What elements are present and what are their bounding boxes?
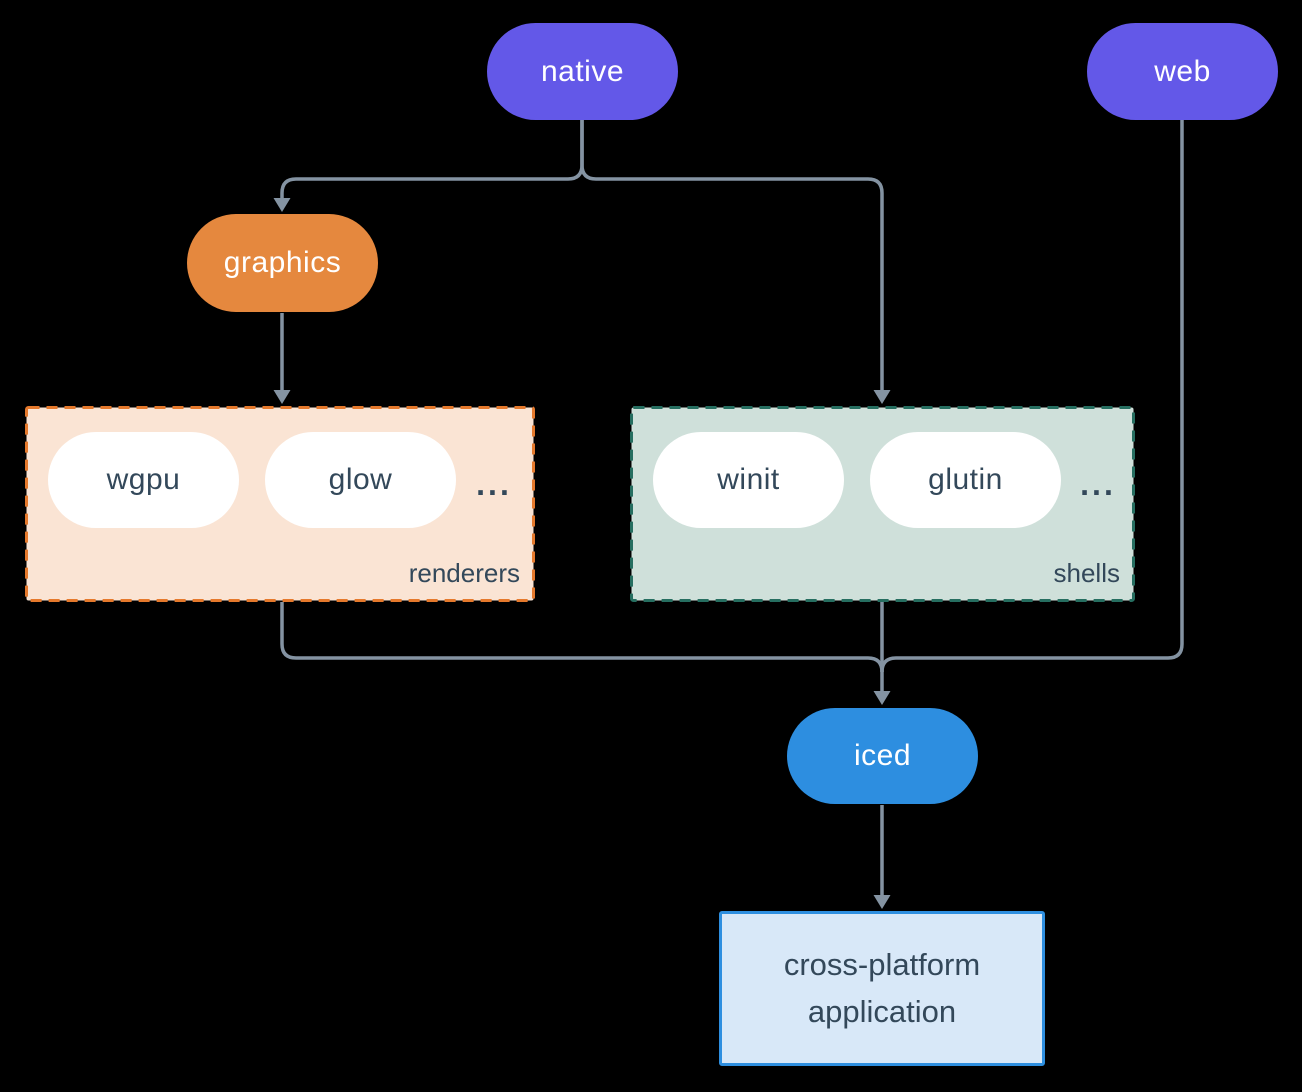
edge-native-graphics [280, 119, 584, 199]
arrowhead-into-shells [873, 390, 891, 404]
node-glow: glow [265, 432, 456, 528]
node-cross-platform-application: cross-platform application [719, 911, 1045, 1066]
node-iced: iced [787, 708, 978, 804]
renderers-group-label: renderers [408, 558, 520, 588]
node-winit-label: winit [717, 463, 780, 496]
node-winit: winit [653, 432, 844, 528]
shells-ellipsis: ... [1080, 466, 1116, 502]
node-wgpu: wgpu [48, 432, 239, 528]
renderers-ellipsis: ... [476, 466, 512, 502]
node-web-label: web [1154, 54, 1211, 88]
application-label-line2: application [807, 993, 957, 1029]
node-graphics-label: graphics [223, 246, 342, 279]
node-web: web [1087, 23, 1278, 120]
arrowhead-into-iced [873, 691, 891, 705]
edge-native-shells [580, 119, 884, 391]
arrowhead-into-renderers [273, 390, 291, 404]
node-wgpu-label: wgpu [106, 463, 181, 496]
node-graphics: graphics [187, 214, 378, 312]
node-native-label: native [540, 54, 625, 88]
node-glow-label: glow [328, 463, 393, 496]
node-glutin: glutin [870, 432, 1061, 528]
edge-renderers-iced [280, 602, 884, 673]
node-glutin-label: glutin [928, 463, 1003, 496]
node-native: native [487, 23, 678, 120]
node-iced-label: iced [853, 739, 912, 772]
arrowhead-into-application [873, 895, 891, 909]
shells-group-label: shells [1053, 558, 1120, 588]
application-label-line1: cross-platform [783, 947, 981, 982]
arrowhead-into-graphics [273, 198, 291, 212]
